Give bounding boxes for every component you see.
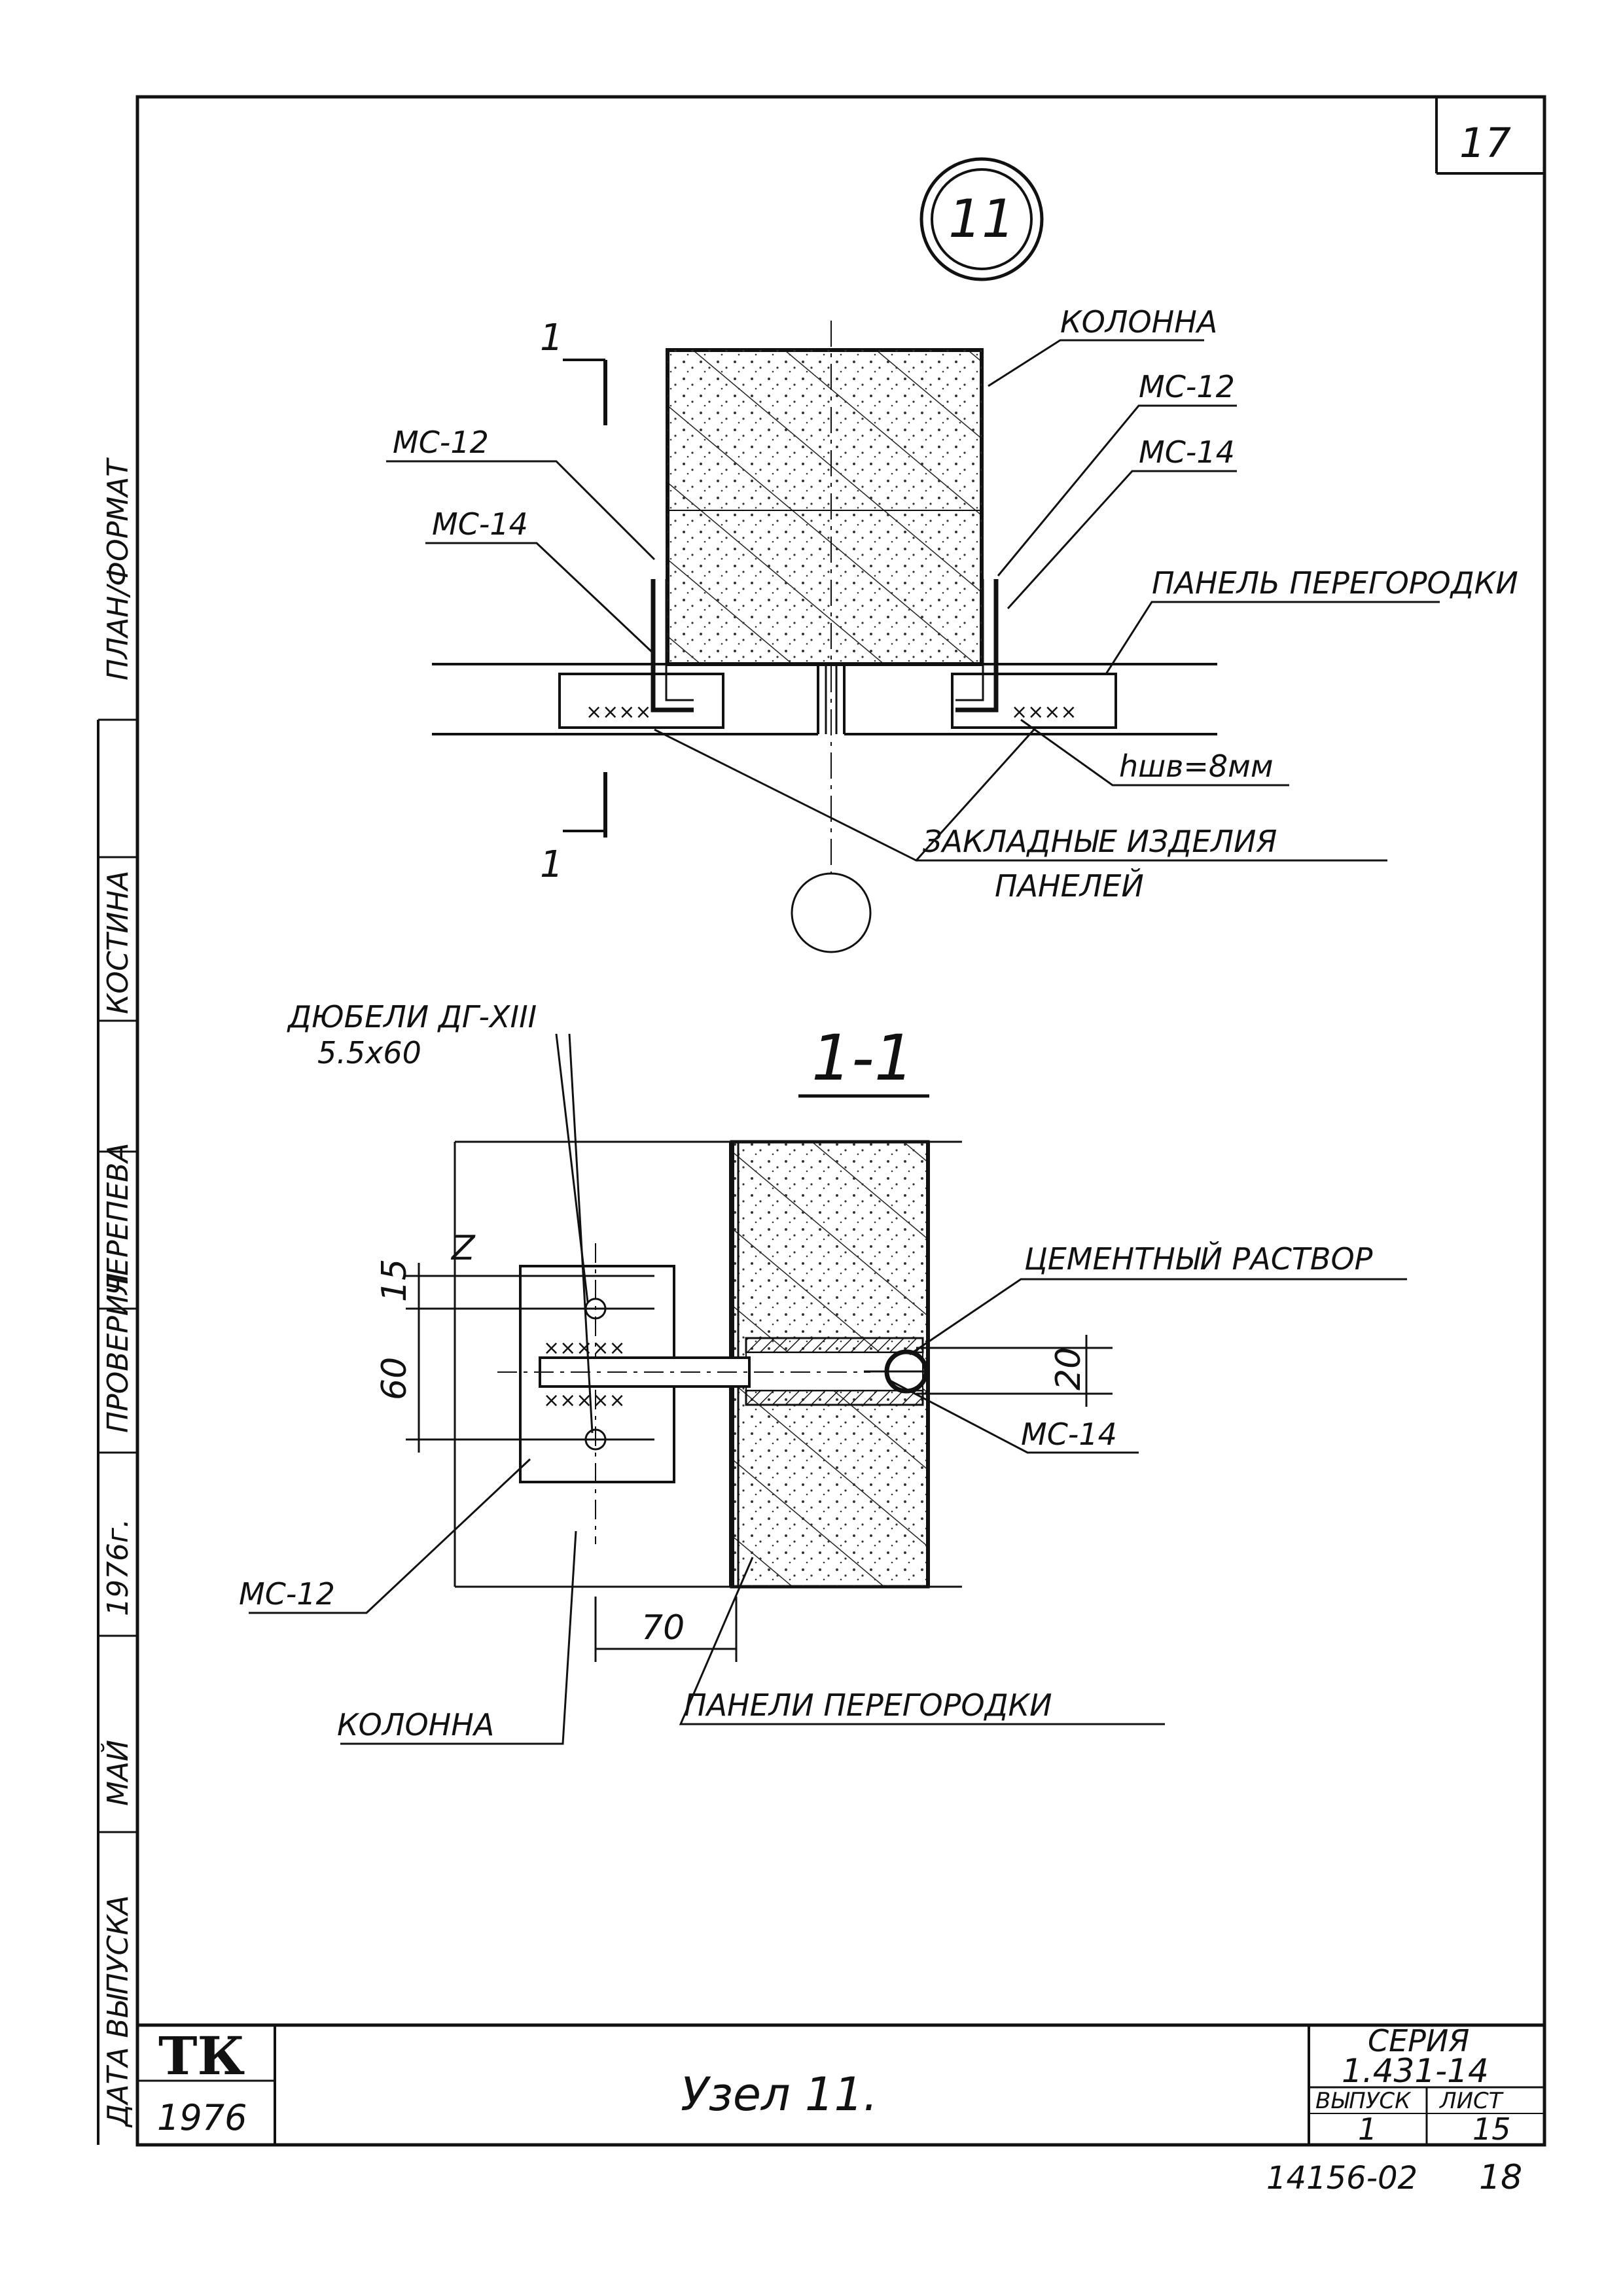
svg-text:×××××: ××××× bbox=[543, 1337, 626, 1360]
issue-value: 1 bbox=[1358, 2111, 1377, 2147]
right-plate-label: МС-12 bbox=[1139, 369, 1235, 404]
plan-view: ×××× ×××× 1 1 КОЛОННА МС-12 МС-14 ПАНЕЛЬ… bbox=[386, 304, 1518, 953]
panel-label: ПАНЕЛЬ ПЕРЕГОРОДКИ bbox=[1152, 565, 1518, 601]
title-year: 1976 bbox=[157, 2097, 247, 2138]
embedded-plate-right bbox=[951, 673, 1117, 729]
series-value: 1.431-14 bbox=[1342, 2052, 1489, 2090]
dim-20: 20 bbox=[1049, 1347, 1088, 1390]
stamp-field-6: МАЙ bbox=[100, 1740, 135, 1806]
dim-60: 60 bbox=[375, 1357, 414, 1400]
svg-text:×××××: ××××× bbox=[543, 1389, 626, 1412]
stamp-field-4: ПРОВЕРИЛ bbox=[101, 1273, 135, 1433]
left-plate-label: МС-12 bbox=[393, 425, 489, 460]
left-bar-label: МС-14 bbox=[432, 506, 528, 542]
stamp-field-7: ДАТА ВЫПУСКА bbox=[101, 1895, 135, 2128]
archive-number: 14156-02 bbox=[1266, 2160, 1418, 2197]
dowels-label-1: ДЮБЕЛИ ДГ-XIII bbox=[287, 999, 537, 1034]
sheet-frame bbox=[97, 95, 1546, 2147]
stamp-field-5: 1976г. bbox=[101, 1519, 135, 1616]
column-label-section: КОЛОННА bbox=[337, 1707, 494, 1742]
stamp-field-1: ПЛАН/ФОРМАТ bbox=[101, 457, 135, 680]
node-number: 11 bbox=[948, 188, 1015, 249]
weld-label: hшв=8мм bbox=[1119, 749, 1274, 784]
sheet-title: Узел 11. bbox=[681, 2068, 878, 2121]
mortar-label: ЦЕМЕНТНЫЙ РАСТВОР bbox=[1024, 1241, 1373, 1277]
dim-70: 70 bbox=[641, 1608, 685, 1648]
sheet-number: 17 bbox=[1459, 119, 1511, 167]
series-label: СЕРИЯ bbox=[1368, 2023, 1469, 2058]
embedded-label-1: ЗАКЛАДНЫЕ ИЗДЕЛИЯ bbox=[923, 824, 1277, 859]
embedded-plate-left bbox=[558, 673, 724, 729]
panels-label: ПАНЕЛИ ПЕРЕГОРОДКИ bbox=[684, 1687, 1052, 1723]
axis-bubble bbox=[791, 872, 872, 953]
dowels-label-2: 5.5х60 bbox=[317, 1035, 421, 1070]
dim-z: Z bbox=[450, 1229, 476, 1268]
tk-logo: ТК bbox=[158, 2025, 245, 2087]
cut-mark-top: 1 bbox=[540, 317, 563, 359]
side-stamp: ПЛАН/ФОРМАТ КОСТИНА ЧЕРЕПЕВА ПРОВЕРИЛ 19… bbox=[100, 457, 135, 2128]
plate-label: МС-12 bbox=[239, 1576, 335, 1612]
cut-mark-bottom: 1 bbox=[540, 843, 563, 886]
embedded-label-2: ПАНЕЛЕЙ bbox=[995, 868, 1144, 904]
title-block: ТК 1976 Узел 11. СЕРИЯ 1.431-14 ВЫПУСК 1… bbox=[137, 2023, 1544, 2147]
svg-text:××××: ×××× bbox=[586, 701, 652, 724]
section-view: 1-1 ××××× ××××× bbox=[239, 999, 1407, 1745]
dim-15: 15 bbox=[375, 1259, 414, 1302]
column-label: КОЛОННА bbox=[1060, 304, 1217, 340]
issue-label: ВЫПУСК bbox=[1315, 2088, 1412, 2114]
sheet-value: 15 bbox=[1472, 2111, 1511, 2147]
right-bar-label: МС-14 bbox=[1139, 434, 1235, 470]
section-title: 1-1 bbox=[812, 1021, 914, 1095]
stamp-field-2: КОСТИНА bbox=[101, 870, 135, 1014]
bar-label: МС-14 bbox=[1021, 1417, 1117, 1452]
stamp-field-3: ЧЕРЕПЕВА bbox=[101, 1143, 135, 1296]
archive-page: 18 bbox=[1479, 2158, 1522, 2197]
node-marker: 11 bbox=[919, 157, 1044, 281]
sheet-label: ЛИСТ bbox=[1438, 2088, 1504, 2114]
